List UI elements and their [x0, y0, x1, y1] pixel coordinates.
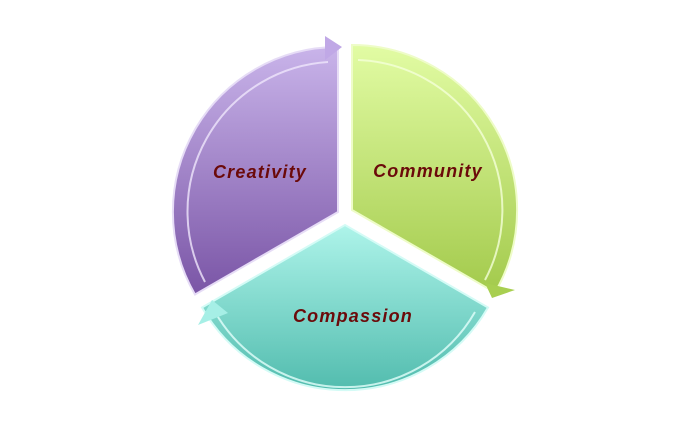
- arrow-head: [325, 36, 342, 60]
- segment-label: Creativity: [213, 162, 307, 182]
- segment-creativity: Creativity: [171, 36, 342, 296]
- segment-label: Community: [373, 161, 483, 181]
- segment-compassion: Compassion: [198, 223, 490, 392]
- segment-community: Community: [351, 43, 519, 298]
- segment-label: Compassion: [293, 306, 413, 326]
- arrow-head: [198, 300, 228, 325]
- arrow-head: [485, 283, 515, 298]
